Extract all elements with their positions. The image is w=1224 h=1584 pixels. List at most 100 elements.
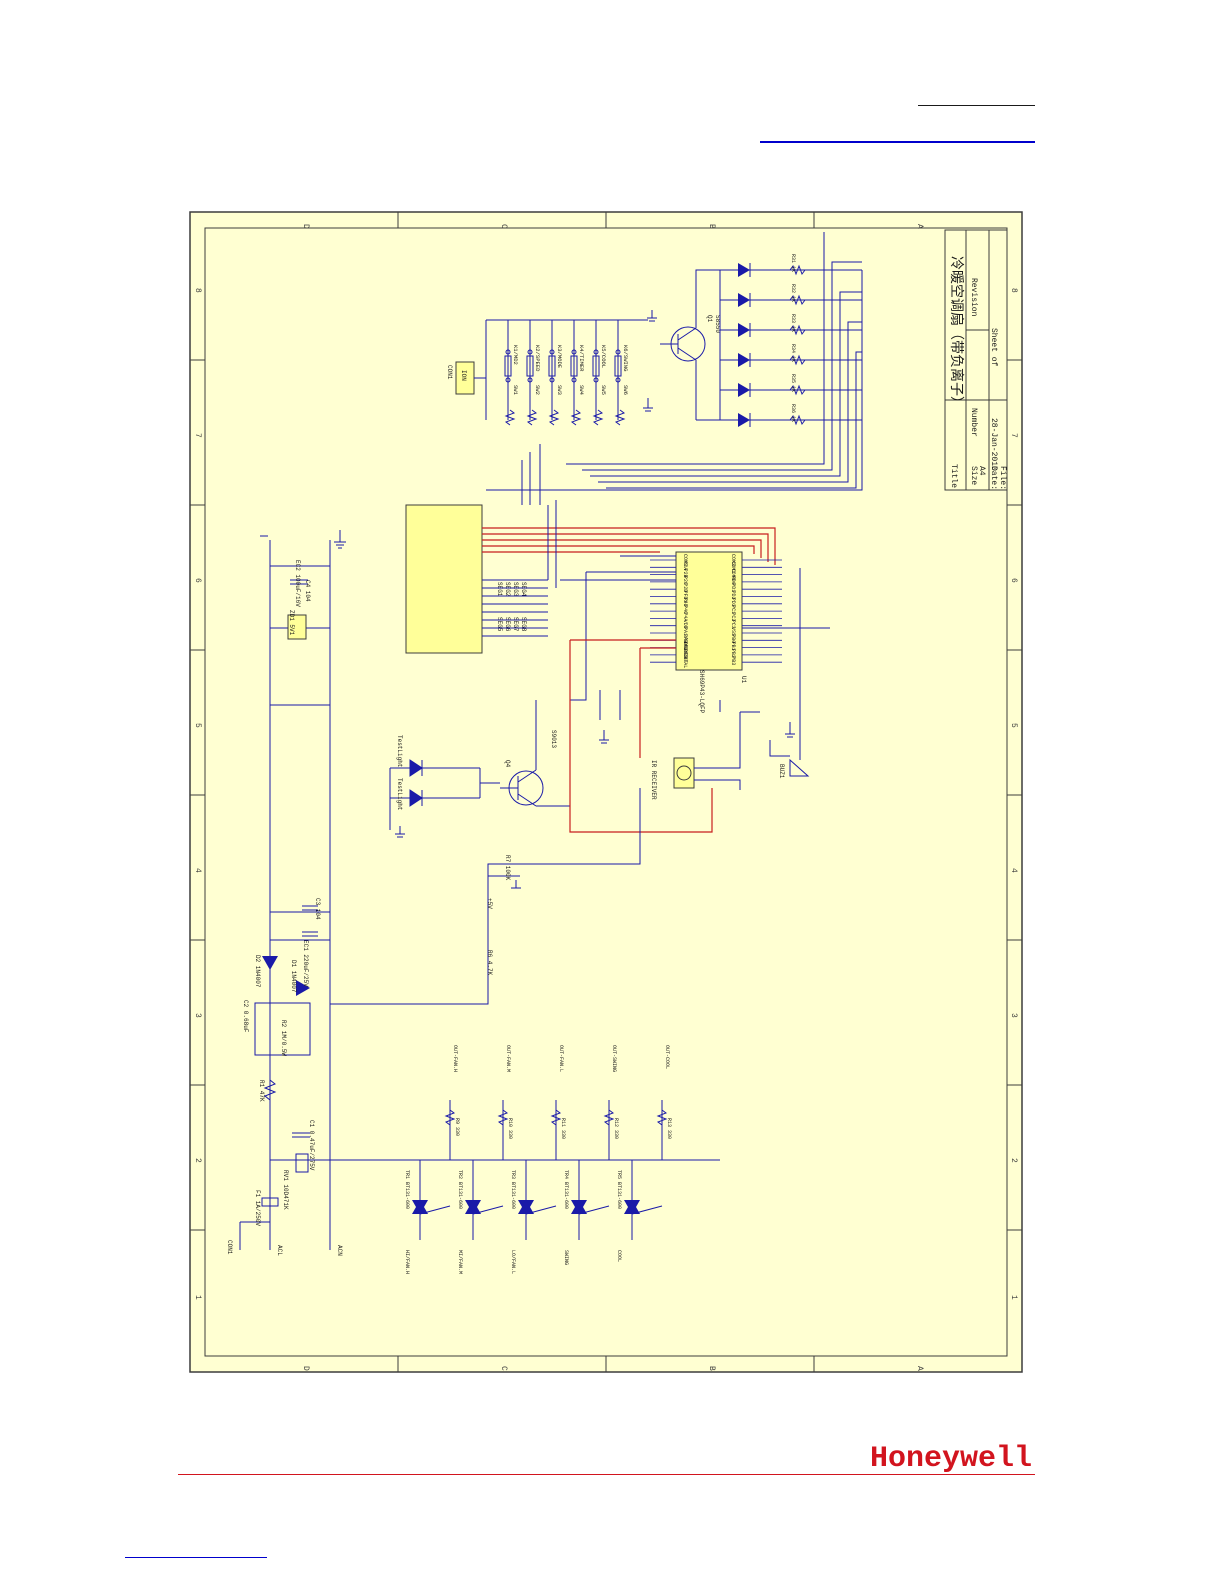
triac-symbol [465,1200,481,1214]
triac-gate [472,1205,504,1215]
zone-number-left: 2 [193,1158,202,1163]
triac-output-label: LO/FAN.L [510,1250,516,1274]
mcu-pin-label: PD1 [730,583,736,592]
zone-number-right: 4 [1009,868,1018,873]
mcu-pin-label: PB1 [730,642,736,651]
footer-red-rule [178,1474,1035,1475]
c3-label: C3 104 [314,898,321,920]
led-resistor [789,354,806,366]
button-contact [593,349,599,355]
led-resistor-label: R32 1K [790,284,796,302]
remote-led-label: TestLight [396,778,403,810]
mcu-pin-label: P2A [682,561,688,570]
mcu-pin-label: PC2 [730,612,736,621]
triac-output-label: MI/FAN.M [457,1250,463,1274]
mcu-pin-label: PA1/SDO1 [682,627,688,651]
cap-ec1 [302,931,318,937]
title-block-number-label: Number [969,408,978,437]
led-resistor [789,414,806,426]
mcu-pin-label: PA0/SDI1 [682,634,688,658]
led-resistor [789,324,806,336]
button-actuator [548,355,556,377]
display-module [405,504,483,654]
honeywell-logo: Honeywell [870,1442,1032,1476]
red-loop [569,639,713,833]
zone-number-right: 3 [1009,1013,1018,1018]
switch-ref: SW3 [556,385,563,395]
ir-receiver-lens [676,765,692,781]
ec1-label: EC1 220uF/25V [302,940,309,987]
mcu-pin-label: PFD1 [682,591,688,603]
triac-output-label: COOL [616,1250,622,1262]
zener-box [287,614,307,640]
triac-gate [631,1205,663,1215]
ir-receiver-label: IR RECEIVER [650,760,657,800]
led-resistor [789,294,806,306]
zone-number-right: 7 [1009,433,1018,438]
triac-resistor [656,1109,668,1126]
title-block-date-label: Date: [989,466,998,490]
triac-resistor-label: R12 330 [613,1118,619,1139]
button-contact [549,349,555,355]
display-segment-labels: SEG1 SEG2 SEG3 SEG4 SEG5 SEG6 SEG7 SEG8 [496,582,527,632]
mcu-pin-label: PD3 [730,598,736,607]
button-label: K6/SWING [622,345,629,371]
triac-net-label: OUT-SWING [611,1045,617,1072]
remote-leds [389,759,500,830]
button-resistor [504,409,516,426]
triac-resistor-label: R13 330 [666,1118,672,1139]
ir-receiver [673,757,695,789]
button-row [485,319,648,420]
segment-label: SEG1 [496,582,503,597]
transistor-q4 [500,700,570,807]
triac-resistor-label: R11 330 [560,1118,566,1139]
led-resistor-label: R34 1K [790,344,796,362]
zone-letters: D C B A D C B A [301,224,924,1371]
mcu-pin-label: VSS [730,627,736,636]
led-diode [738,413,750,427]
triac-resistor [603,1109,615,1126]
ec2-label: EC2 100uF/16V [294,560,301,607]
button-actuator [526,355,534,377]
segment-label: SEG5 [496,617,503,632]
button-resistor [592,409,604,426]
mcu-pin-label: PC3 [730,620,736,629]
switch-ref: SW2 [534,385,541,395]
transistor-q1 [660,269,720,420]
zone-number-left: 1 [193,1295,202,1300]
title-block-size-value: A4 [977,466,986,476]
q4-label: Q4 [504,760,511,768]
triac-label: TR1 BT131-600 [404,1170,410,1209]
connector-label: ION [460,370,467,381]
button-actuator [504,355,512,377]
led-diode [738,263,750,277]
mcu-pin-label: COM1 [730,561,736,573]
zone-number-right: 2 [1009,1158,1018,1163]
ground-symbols [260,310,795,889]
brand-wordmark: Honeywell [870,1442,1032,1476]
button-contact [571,377,577,383]
mcu-pin-label: COM3 [730,554,736,566]
c5-label: R7 100K [504,855,511,881]
triac-resistor-label: R10 330 [507,1118,513,1139]
triac-output-label: SWING [563,1250,569,1265]
switch-ref: SW6 [622,385,629,395]
d2-label: D2 1N4007 [254,955,261,988]
led-resistor [789,264,806,276]
mcu-pin-label: P2B [682,569,688,578]
mcu-pin-label: VDD [682,620,688,629]
triac-resistor [444,1109,456,1126]
button-actuator [570,355,578,377]
led-diode [738,383,750,397]
schematic-paper [189,211,1023,1373]
fuse-f1 [261,1197,279,1207]
button-contact [615,377,621,383]
triac-symbol [571,1200,587,1214]
q1-part: S8550 [714,315,721,333]
title-block [944,229,1008,491]
led-resistor-label: R36 1K [790,404,796,422]
title-block-revision-label: Revision [969,278,978,317]
zone-letter-bottom: B [707,1366,716,1371]
mcu-pin-label: COM0 [730,569,736,581]
